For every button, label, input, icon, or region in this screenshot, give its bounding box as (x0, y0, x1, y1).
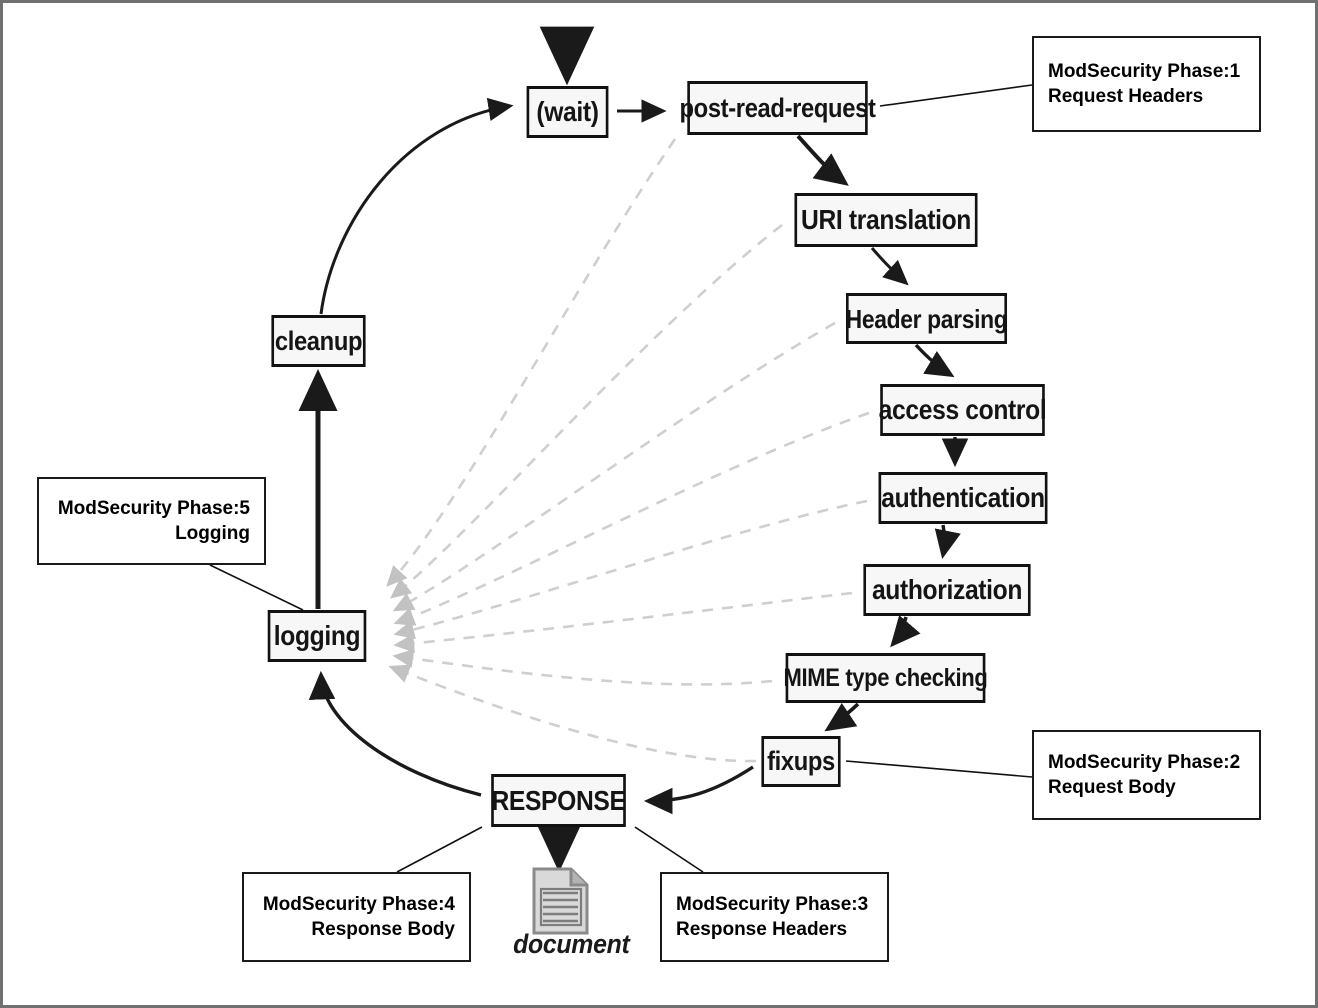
leader-phase4-to-response (396, 826, 483, 873)
edge-post-read-request-to-uri-translation (796, 134, 849, 186)
dashed-edge-fixups-to-logging (388, 664, 757, 763)
annotation-phase2-line2: Request Body (1048, 777, 1176, 798)
node-fixups[interactable]: fixups (761, 736, 841, 787)
node-cleanup[interactable]: cleanup (271, 315, 366, 367)
annotation-phase4: ModSecurity Phase:4 Response Body (242, 872, 471, 962)
node-label-authentication: authentication (881, 482, 1045, 513)
node-response[interactable]: RESPONSE (491, 774, 626, 827)
document-label: document (513, 929, 630, 959)
node-post-read-request[interactable]: post-read-request (679, 81, 876, 135)
edge-fixups-to-response (643, 765, 754, 815)
leader-phase5-to-logging (209, 564, 304, 611)
edge-authentication-to-authorization (934, 524, 961, 560)
node-mime-type-checking[interactable]: MIME type checking (783, 653, 988, 703)
node-label-wait: (wait) (536, 96, 599, 127)
node-label-response: RESPONSE (491, 784, 626, 816)
edge-header-parsing-to-access-control (914, 343, 955, 378)
node-label-header-parsing: Header parsing (845, 303, 1008, 334)
node-label-logging: logging (273, 620, 361, 651)
node-header-parsing[interactable]: Header parsing (845, 293, 1008, 344)
node-uri-translation[interactable]: URI translation (794, 193, 978, 247)
node-authentication[interactable]: authentication (878, 472, 1048, 524)
leader-phase3-to-response (634, 826, 704, 873)
dashed-edge-access-control-to-logging (393, 411, 870, 626)
node-label-cleanup: cleanup (274, 325, 363, 356)
node-logging[interactable]: logging (267, 610, 367, 662)
annotation-phase1: ModSecurity Phase:1 Request Headers (1032, 36, 1261, 132)
node-label-fixups: fixups (767, 746, 835, 776)
node-label-post-read-request: post-read-request (679, 92, 876, 123)
dashed-edge-authentication-to-logging (393, 499, 868, 640)
annotation-phase5-line1: ModSecurity Phase:5 (57, 497, 250, 519)
node-label-access-control: access control (878, 394, 1047, 425)
node-label-authorization: authorization (871, 574, 1023, 605)
edge-uri-translation-to-header-parsing (870, 247, 909, 286)
node-label-mime-type-checking: MIME type checking (783, 663, 988, 692)
annotation-phase5-line2: Logging (175, 523, 250, 544)
annotation-phase3: ModSecurity Phase:3 Response Headers (660, 872, 889, 962)
annotation-phase2-line1: ModSecurity Phase:2 (1048, 751, 1241, 773)
annotation-phase4-line1: ModSecurity Phase:4 (262, 893, 455, 915)
dashed-edge-header-parsing-to-logging (392, 321, 836, 612)
node-label-uri-translation: URI translation (801, 204, 971, 235)
dashed-edge-post-read-request-to-logging (386, 138, 677, 587)
annotation-phase4-line2: Response Body (311, 919, 455, 940)
edge-mime-type-checking-to-fixups (824, 702, 860, 732)
annotation-phase5: ModSecurity Phase:5 Logging (37, 477, 266, 565)
edge-cleanup-to-wait (319, 97, 514, 315)
leader-phase1-to-post-read-request (879, 84, 1033, 107)
dashed-edge-mime-type-checking-to-logging (392, 648, 773, 686)
annotation-phase1-line1: ModSecurity Phase:1 (1048, 60, 1241, 82)
document-page-icon (532, 867, 589, 935)
annotation-phase3-line2: Response Headers (676, 919, 848, 940)
edge-authorization-to-mime-type-checking (890, 615, 921, 648)
annotation-phase2: ModSecurity Phase:2 Request Body (1032, 730, 1261, 820)
annotation-phase3-line1: ModSecurity Phase:3 (676, 893, 869, 915)
annotation-phase1-line2: Request Headers (1048, 86, 1204, 107)
node-wait[interactable]: (wait) (526, 86, 609, 138)
edge-response-to-logging (308, 670, 482, 797)
dashed-edge-authorization-to-logging (393, 591, 853, 653)
node-access-control[interactable]: access control (878, 384, 1047, 436)
node-authorization[interactable]: authorization (863, 564, 1031, 616)
solid-flow-edges (298, 26, 969, 873)
leader-phase2-to-fixups (845, 760, 1033, 778)
dashed-edge-uri-translation-to-logging (389, 223, 783, 599)
